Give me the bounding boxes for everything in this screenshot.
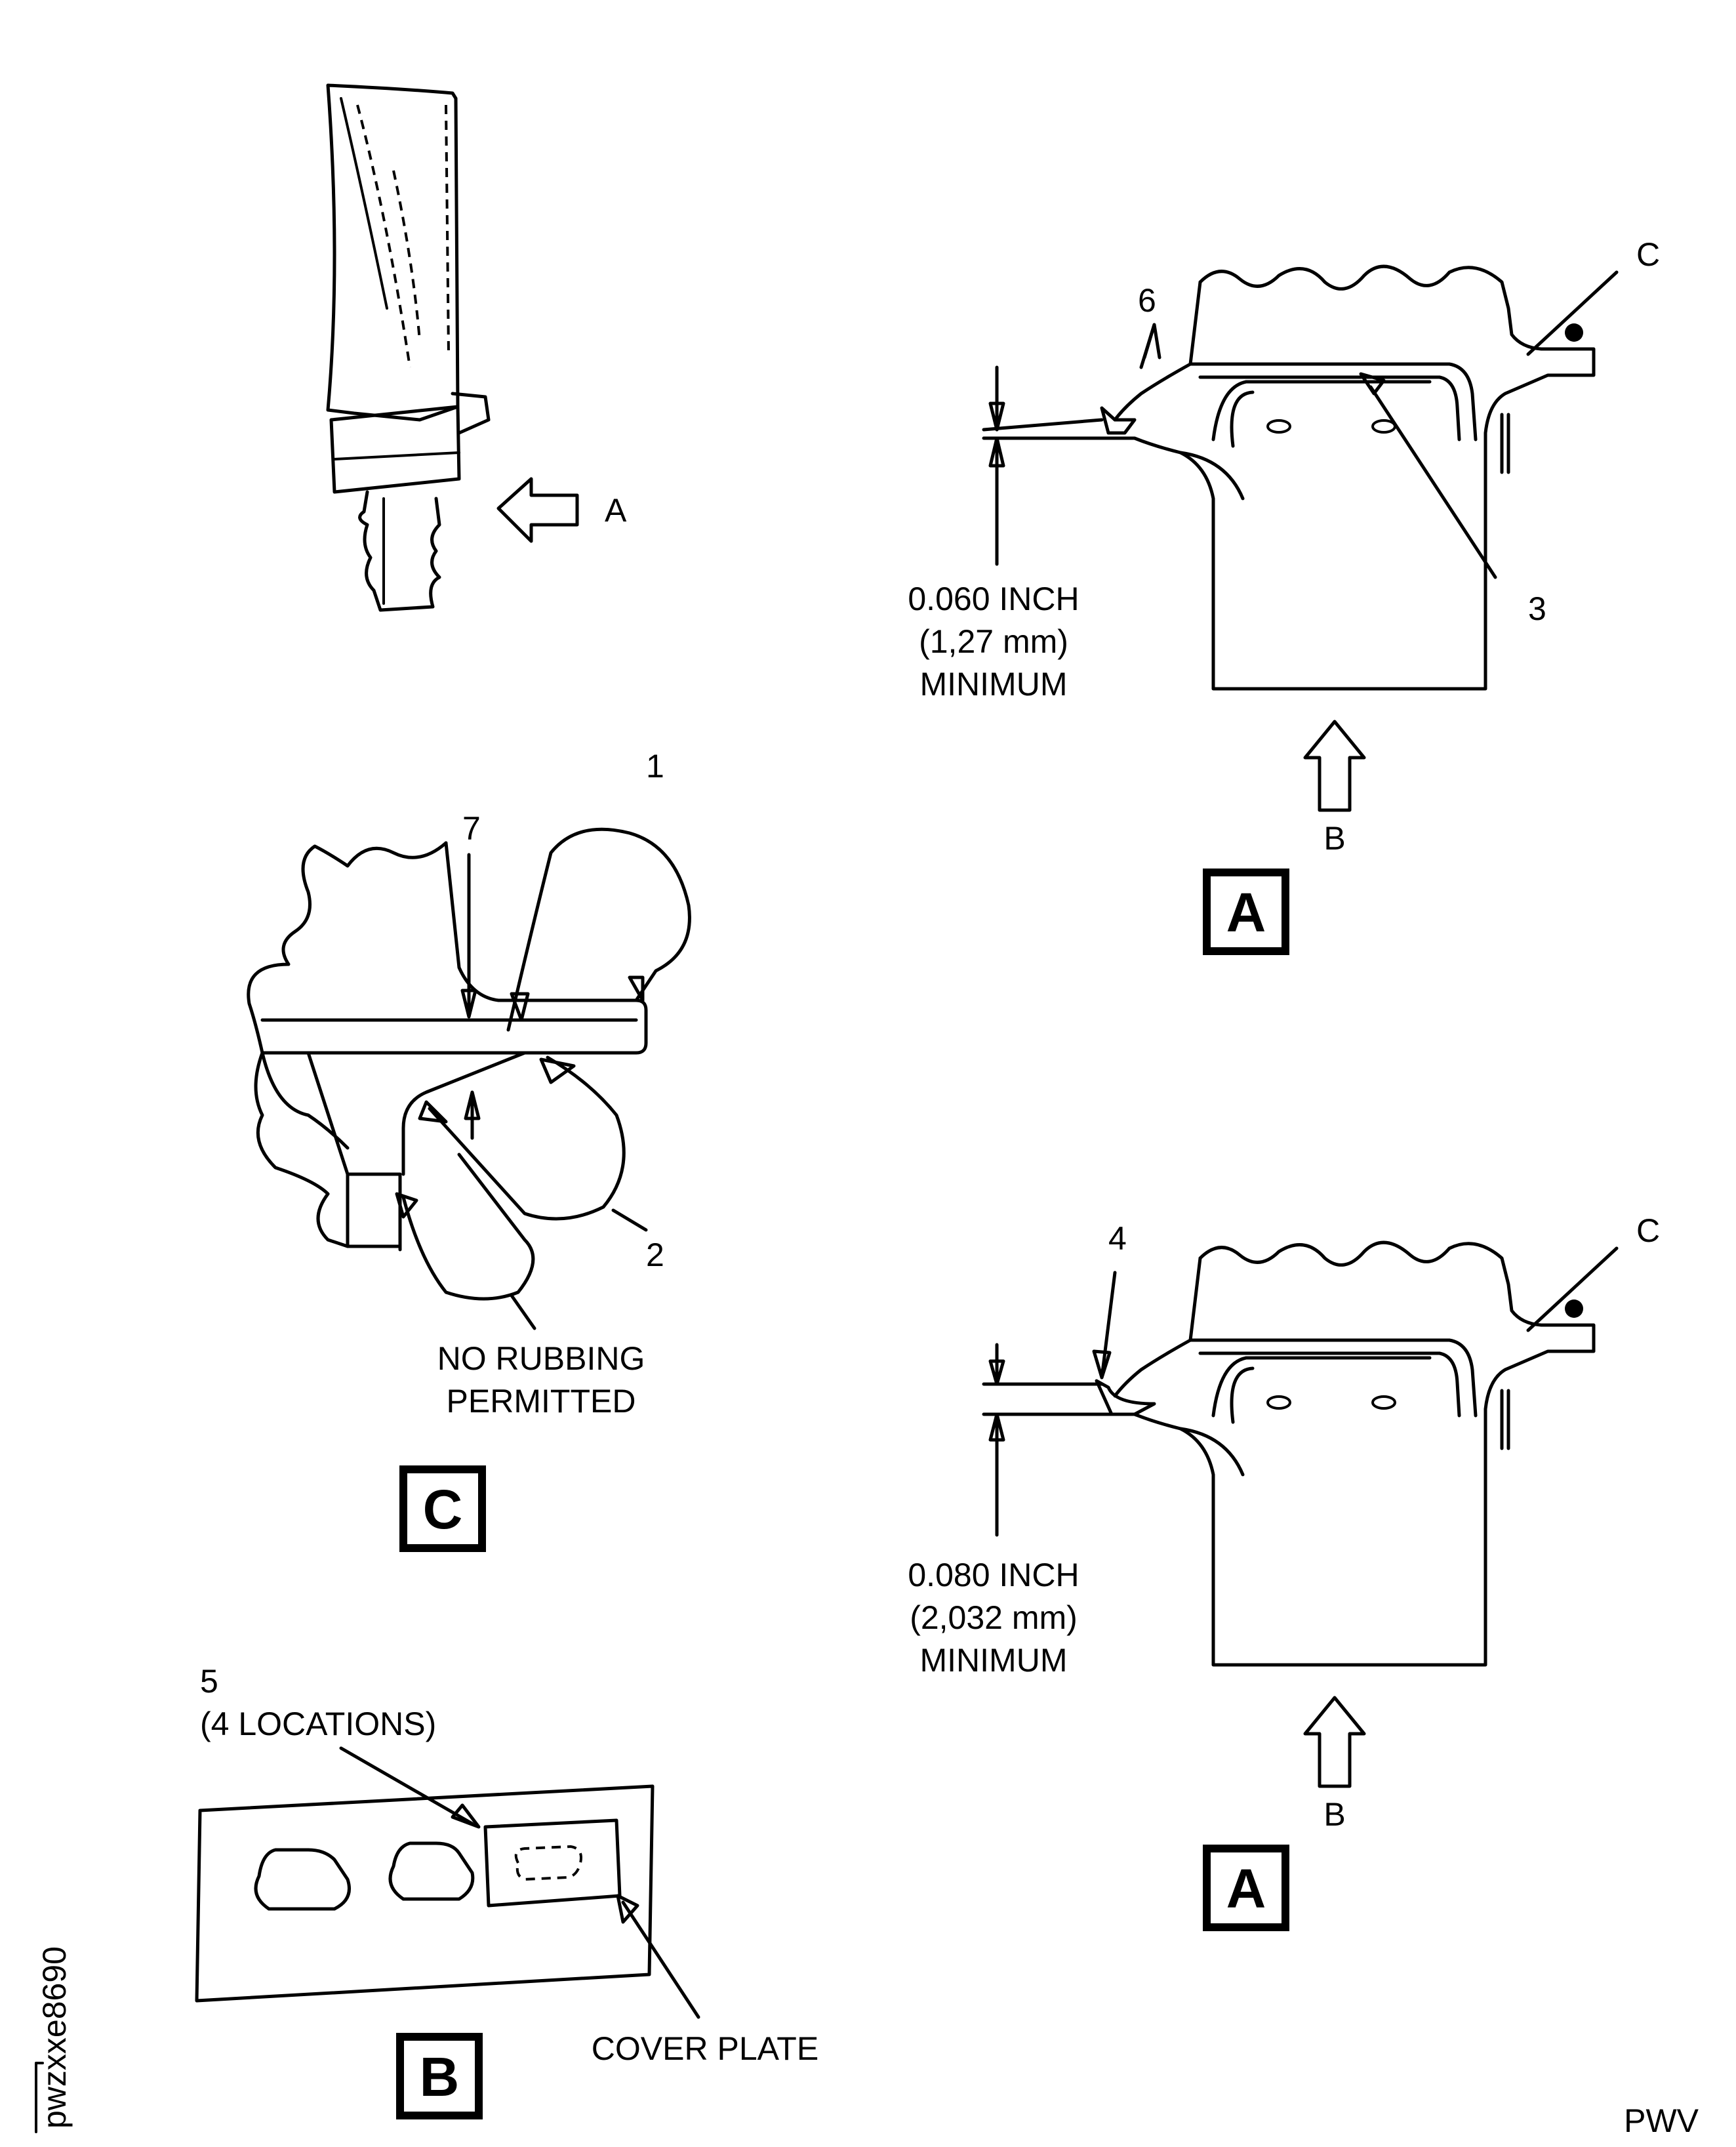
view-a-arrow: A [496, 477, 627, 543]
view-b-arrow-label-bottom: B [1323, 1796, 1345, 1833]
turbine-blade [326, 83, 491, 612]
dim-bottom-line1: 0.080 INCH [908, 1557, 1079, 1593]
note-no-rubbing-line1: NO RUBBING [437, 1340, 645, 1377]
view-a-arrow-label: A [605, 492, 627, 529]
view-label-a-top: A [1203, 869, 1289, 955]
callout-6: 6 [1138, 282, 1156, 319]
svg-text:pwzxxe8690: pwzxxe8690 [36, 1946, 73, 2129]
note-4-locations: (4 LOCATIONS) [200, 1706, 436, 1742]
corner-code: PWV [1624, 2102, 1699, 2139]
view-b [195, 1746, 700, 2019]
dim-top-line2: (1,27 mm) [919, 623, 1068, 660]
svg-text:A: A [1226, 882, 1266, 943]
view-label-b: B [396, 2033, 483, 2119]
callout-c-top: C [1636, 236, 1660, 273]
view-b-arrow-label-top: B [1323, 820, 1345, 857]
callout-5: 5 [200, 1663, 218, 1700]
callout-7: 7 [462, 810, 481, 847]
figure-code: pwzxxe8690 [35, 1946, 73, 2133]
view-c [247, 827, 691, 1330]
callout-3: 3 [1528, 590, 1546, 627]
svg-text:C: C [423, 1479, 463, 1540]
view-label-c: C [399, 1465, 486, 1552]
view-a-top [982, 264, 1619, 812]
view-a-bottom [982, 1240, 1619, 1788]
callout-4: 4 [1108, 1220, 1127, 1257]
dim-top-line1: 0.060 INCH [908, 581, 1079, 617]
svg-text:B: B [420, 2046, 460, 2108]
svg-text:A: A [1226, 1858, 1266, 1919]
note-cover-plate: COVER PLATE [592, 2030, 818, 2067]
dim-bottom-line2: (2,032 mm) [910, 1599, 1078, 1636]
note-no-rubbing-line2: PERMITTED [447, 1383, 636, 1420]
view-label-a-bottom: A [1203, 1845, 1289, 1931]
callout-c-bottom: C [1636, 1212, 1660, 1249]
callout-1: 1 [646, 748, 664, 785]
callout-2: 2 [646, 1237, 664, 1273]
dim-bottom-line3: MINIMUM [920, 1642, 1068, 1679]
dim-top-line3: MINIMUM [920, 666, 1068, 703]
